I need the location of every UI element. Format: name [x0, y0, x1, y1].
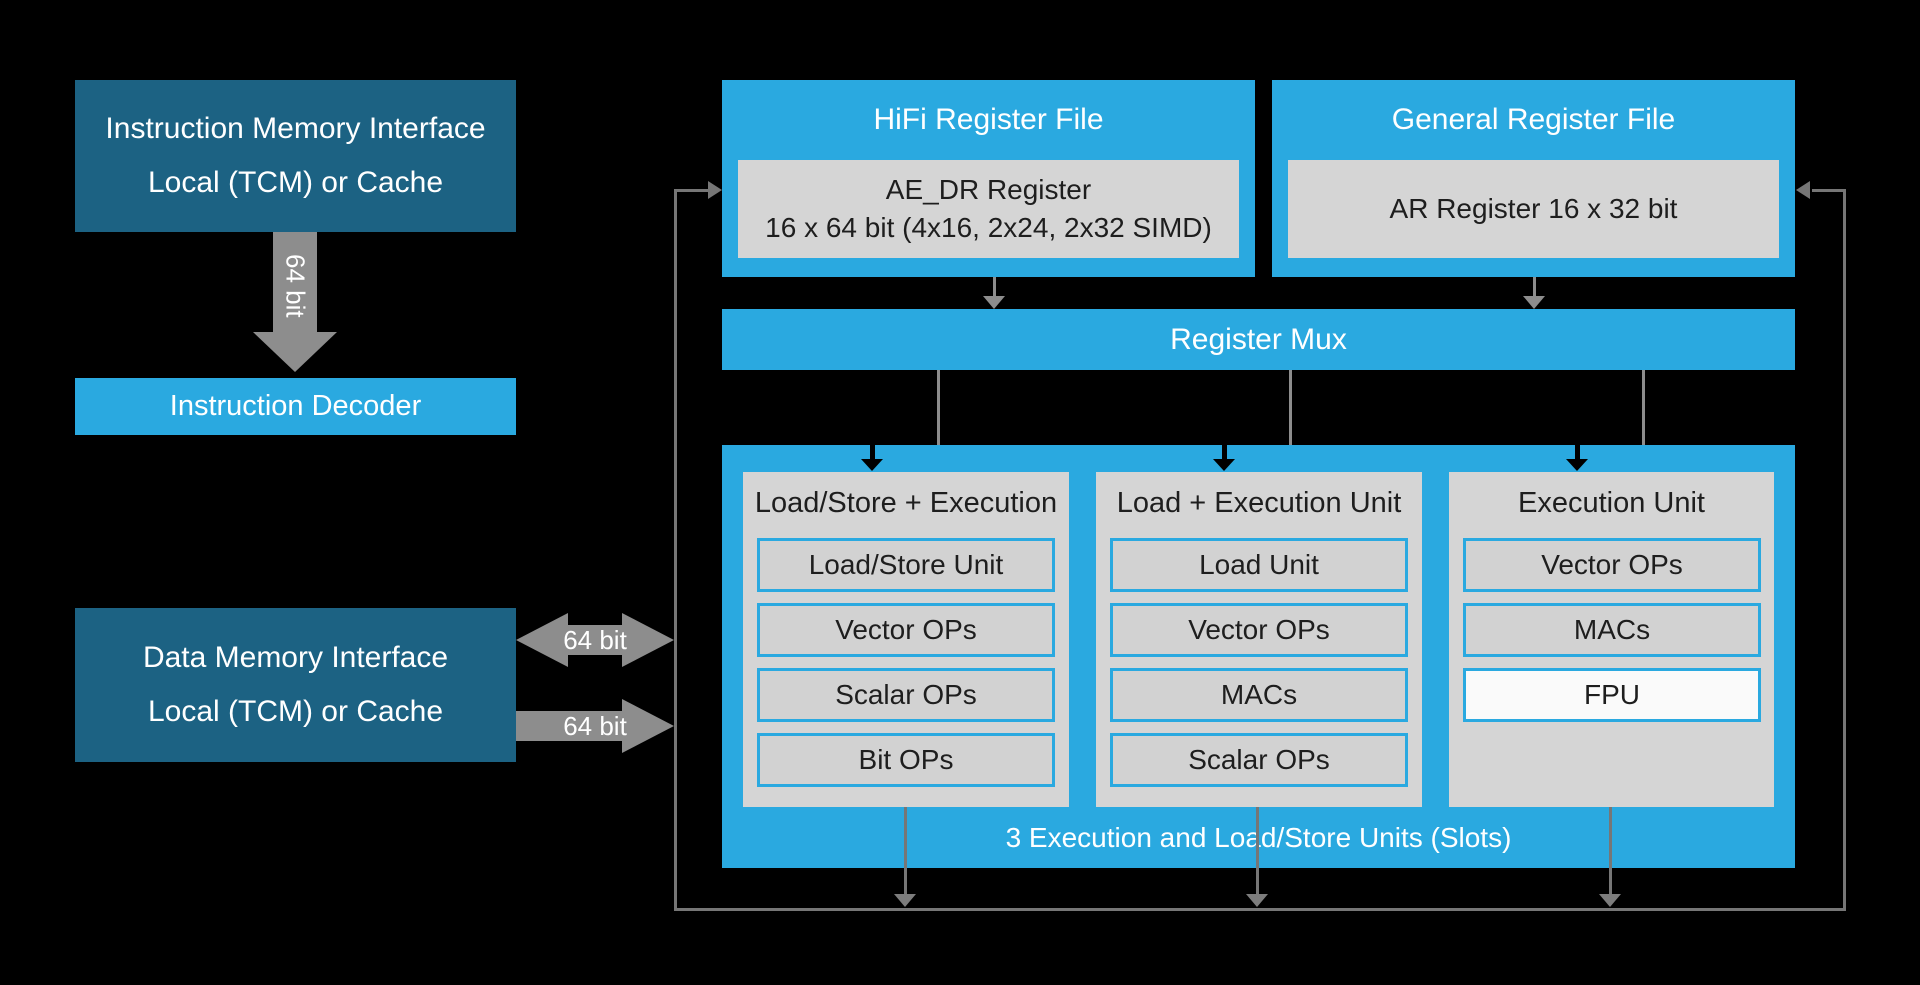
unit2-op-scalar: Scalar OPs — [1110, 733, 1408, 787]
grf-to-mux-arrow-head-icon — [1523, 296, 1545, 309]
unit1-writeback-head-icon — [894, 894, 916, 907]
unit3-writeback-head-icon — [1599, 894, 1621, 907]
unit3-title: Execution Unit — [1518, 486, 1705, 519]
unit3-op-vector: Vector OPs — [1463, 538, 1761, 592]
unit2-writeback-head-icon — [1246, 894, 1268, 907]
data-arrow-left-head-icon — [516, 613, 568, 667]
hifi-to-mux-arrow-shaft — [993, 277, 996, 298]
unit1-op-bit: Bit OPs — [757, 733, 1055, 787]
register-mux-bar: Register Mux — [722, 309, 1795, 370]
instruction-memory-line1: Instruction Memory Interface — [105, 112, 486, 145]
unit2-op-load: Load Unit — [1110, 538, 1408, 592]
decoder-to-unit3-arrow-shaft — [1575, 445, 1580, 460]
hifi-register-file-box: HiFi Register File AE_DR Register 16 x 6… — [722, 80, 1255, 277]
instruction-decoder-box: Instruction Decoder — [75, 378, 516, 435]
loop-into-grf-head-icon — [1796, 181, 1810, 199]
ae-dr-register-line1: AE_DR Register — [885, 174, 1092, 205]
instruction-memory-interface-box: Instruction Memory Interface Local (TCM)… — [75, 80, 516, 232]
decoder-to-unit2-arrow-shaft — [1222, 445, 1227, 460]
loop-into-hifi-shaft — [674, 189, 710, 192]
register-mux-label: Register Mux — [1170, 322, 1347, 356]
decoder-to-unit3-arrow-head-icon — [1566, 459, 1588, 471]
instruction-memory-line2: Local (TCM) or Cache — [147, 166, 444, 199]
unit2-op-macs: MACs — [1110, 668, 1408, 722]
unit1-op-load-store: Load/Store Unit — [757, 538, 1055, 592]
unit2-writeback-line — [1256, 807, 1259, 895]
load-execution-unit-panel: Load + Execution Unit Load Unit Vector O… — [1096, 472, 1422, 807]
unit2-title: Load + Execution Unit — [1116, 486, 1402, 519]
data-arrow-store-shaft — [516, 711, 626, 741]
data-memory-line2: Local (TCM) or Cache — [147, 695, 444, 728]
instruction-arrow-label: 64 bit — [280, 254, 311, 318]
decoder-to-unit1-arrow-shaft — [870, 445, 875, 460]
data-memory-interface-box: Data Memory Interface Local (TCM) or Cac… — [75, 608, 516, 762]
hifi-register-file-title: HiFi Register File — [873, 103, 1104, 136]
ar-register-box: AR Register 16 x 32 bit — [1288, 160, 1779, 258]
unit1-title: Load/Store + Execution — [754, 486, 1058, 519]
mux-to-unit3-arrow-shaft — [1642, 370, 1645, 458]
loop-line-right — [1843, 190, 1846, 911]
mux-to-unit2-arrow-shaft — [1289, 370, 1292, 458]
loop-into-grf-shaft — [1812, 189, 1846, 192]
instruction-arrow-shaft — [273, 232, 317, 334]
loop-line-left — [674, 190, 677, 911]
mux-to-unit1-arrow-shaft — [937, 370, 940, 458]
decoder-to-unit2-arrow-head-icon — [1213, 459, 1235, 471]
unit1-op-scalar: Scalar OPs — [757, 668, 1055, 722]
ar-register-label: AR Register 16 x 32 bit — [1389, 193, 1678, 224]
instruction-decoder-label: Instruction Decoder — [169, 390, 422, 422]
unit2-op-vector: Vector OPs — [1110, 603, 1408, 657]
unit3-op-fpu: FPU — [1463, 668, 1761, 722]
execution-unit-panel: Execution Unit Vector OPs MACs FPU — [1449, 472, 1774, 807]
data-arrow-store-label: 64 bit — [563, 710, 627, 741]
data-arrow-bidirectional-label: 64 bit — [563, 624, 627, 655]
loop-into-hifi-head-icon — [708, 181, 722, 199]
general-register-file-title: General Register File — [1391, 103, 1676, 136]
unit3-op-macs: MACs — [1463, 603, 1761, 657]
loop-line-bottom — [674, 908, 1846, 911]
grf-to-mux-arrow-shaft — [1533, 277, 1536, 298]
data-memory-line1: Data Memory Interface — [142, 641, 449, 674]
decoder-to-unit1-arrow-head-icon — [861, 459, 883, 471]
unit3-writeback-line — [1609, 807, 1612, 895]
hifi-to-mux-arrow-head-icon — [983, 296, 1005, 309]
execution-units-container: Load/Store + Execution Load/Store Unit V… — [722, 445, 1795, 868]
ae-dr-register-line2: 16 x 64 bit (4x16, 2x24, 2x32 SIMD) — [765, 212, 1212, 243]
ae-dr-register-box: AE_DR Register 16 x 64 bit (4x16, 2x24, … — [738, 160, 1239, 258]
data-arrow-bidirectional-shaft — [564, 625, 626, 655]
general-register-file-box: General Register File AR Register 16 x 3… — [1272, 80, 1795, 277]
load-store-execution-unit-panel: Load/Store + Execution Load/Store Unit V… — [743, 472, 1069, 807]
instruction-arrow-head-icon — [253, 332, 337, 372]
data-arrow-store-head-icon — [622, 699, 674, 753]
unit1-op-vector: Vector OPs — [757, 603, 1055, 657]
data-arrow-right-head-icon — [622, 613, 674, 667]
unit1-writeback-line — [904, 807, 907, 895]
